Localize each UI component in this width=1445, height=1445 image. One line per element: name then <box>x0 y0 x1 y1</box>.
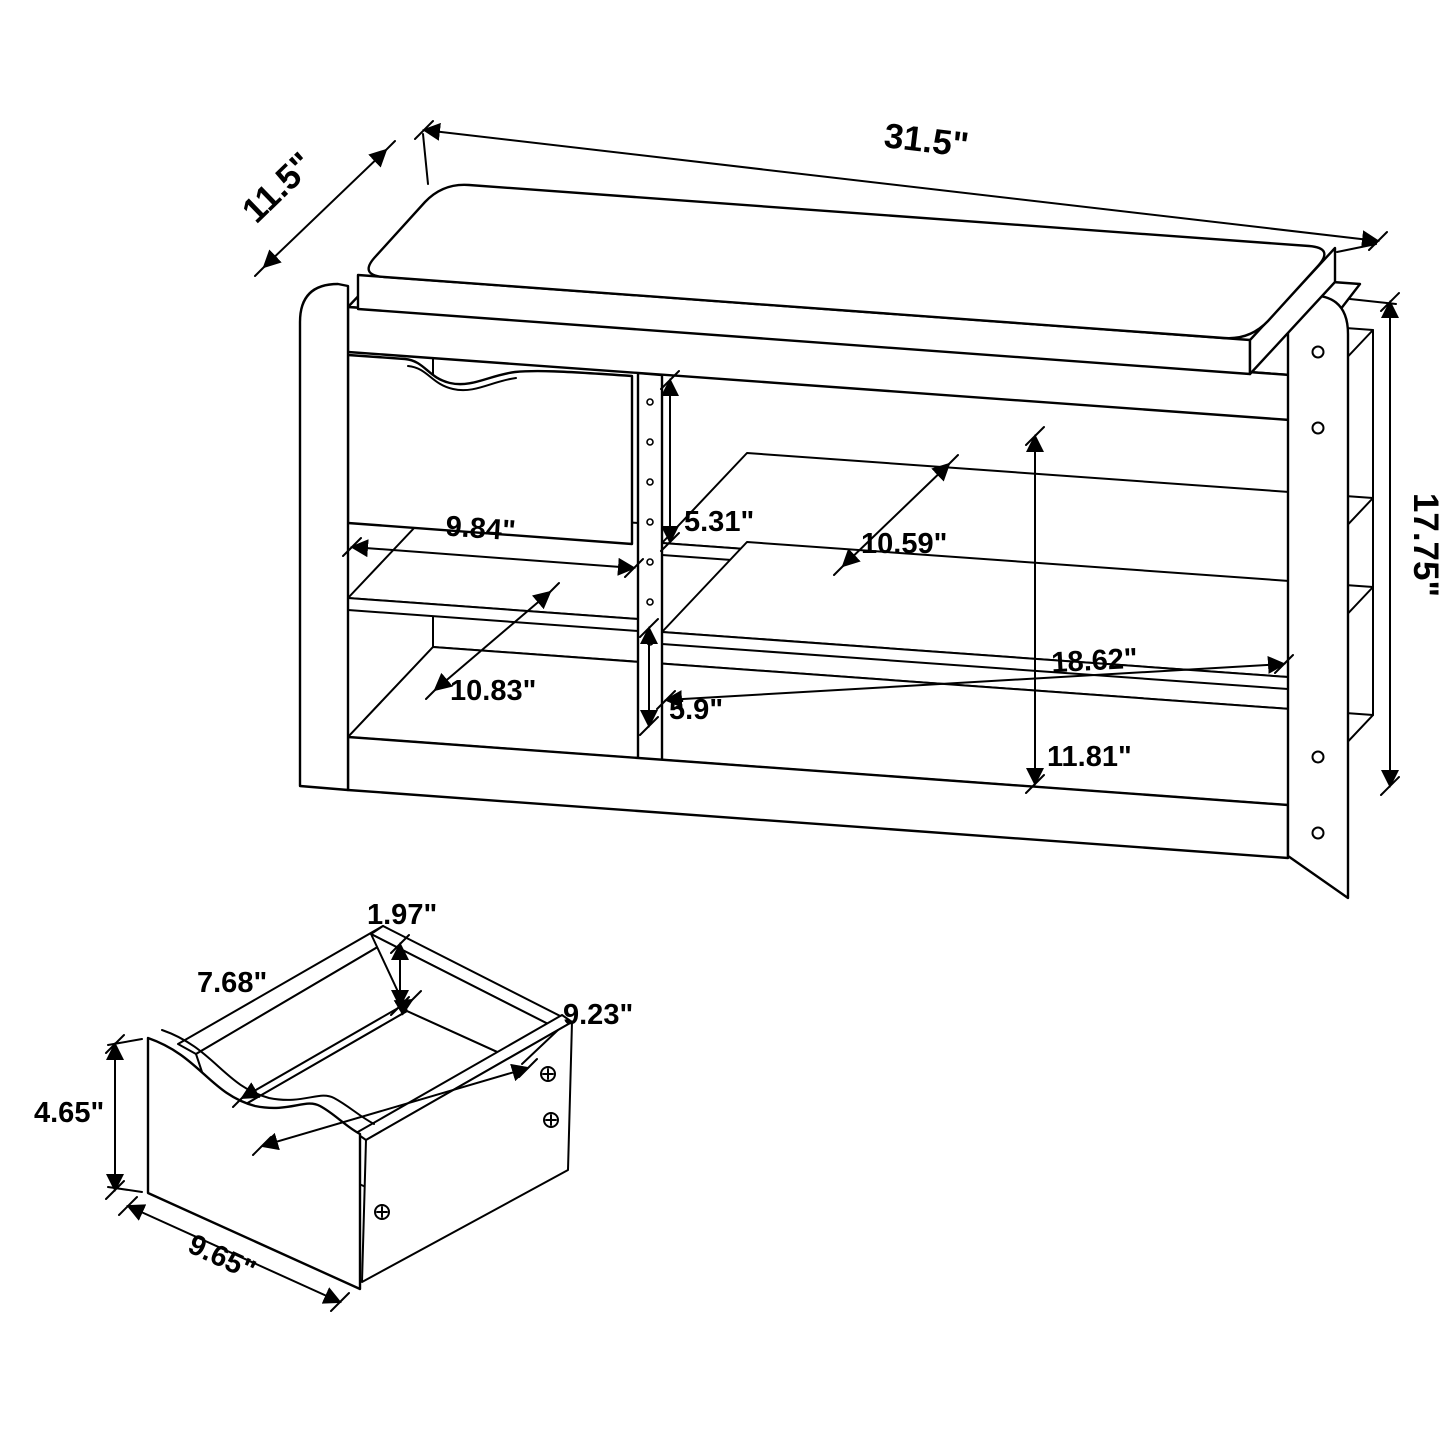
drawer-dimension-ticks <box>105 934 538 1312</box>
dim-upper-shelf-clearance: 5.31" <box>684 506 754 538</box>
dim-left-cubby-width: 9.84" <box>444 511 516 548</box>
dim-interior-width: 9.23" <box>563 999 633 1031</box>
dim-overall-depth: 11.5" <box>235 145 322 231</box>
dim-front-height: 4.65" <box>34 1097 104 1129</box>
dim-right-shelf-depth: 10.59" <box>861 528 947 560</box>
arrow-left-shelf-depth <box>433 590 552 692</box>
arrow-overall-width <box>422 122 1380 249</box>
dim-lower-shelf-clearance: 5.9" <box>669 694 723 726</box>
dim-interior-depth: 7.68" <box>197 967 267 999</box>
left-side-panel <box>298 282 350 792</box>
dim-overall-height: 17.75" <box>1406 493 1445 597</box>
dim-left-shelf-depth: 10.83" <box>450 675 536 707</box>
dim-right-cubby-width: 18.62" <box>1051 643 1139 679</box>
right-side-panel <box>1286 294 1350 900</box>
arrow-right-shelf-depth <box>841 462 951 568</box>
arrow-overall-depth <box>262 148 388 269</box>
dim-rail-height: 1.97" <box>367 899 437 931</box>
bench-drawer-front <box>346 353 634 546</box>
arrow-interior-width <box>260 1063 530 1151</box>
dimension-ticks <box>254 120 1400 796</box>
arrow-front-width <box>126 1204 342 1304</box>
dim-overall-width: 31.5" <box>882 116 971 165</box>
arrow-left-cubby-width <box>350 539 636 576</box>
dim-right-cubby-height: 11.81" <box>1047 741 1132 773</box>
drawer-handle-cutout <box>407 365 517 392</box>
drawer-screws <box>374 1066 559 1220</box>
right-panel-screw-holes <box>1311 345 1325 840</box>
drawer-dimensions: 1.97" 7.68" 9.23" 4.65" 9.65" <box>34 899 633 1312</box>
arrow-right-cubby-width <box>664 655 1286 709</box>
